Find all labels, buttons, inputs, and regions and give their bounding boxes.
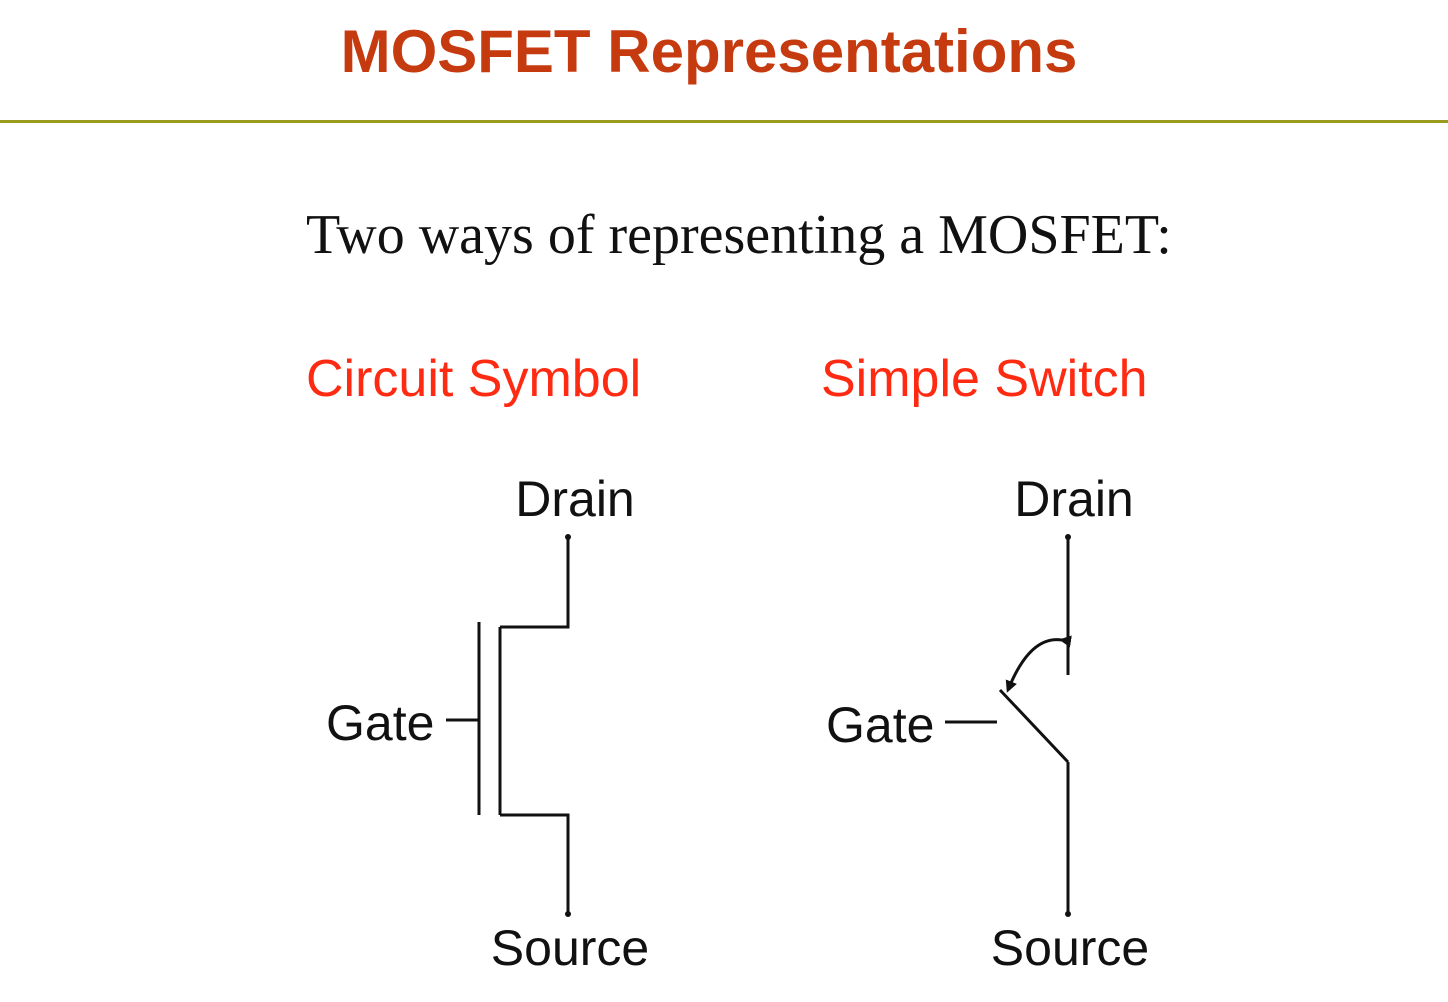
simple-switch-diagram (945, 534, 1072, 917)
circuit-source-label: Source (491, 920, 649, 976)
circuit-gate-label: Gate (326, 695, 434, 751)
source-terminal-dot (565, 911, 571, 917)
title-divider (0, 120, 1448, 123)
circuit-symbol-diagram (446, 534, 571, 917)
source-lead (500, 813, 570, 912)
circuit-drain-label: Drain (515, 471, 634, 527)
simple-switch-heading: Simple Switch (821, 350, 1148, 408)
switch-blade (998, 688, 1070, 764)
page-title: MOSFET Representations (340, 18, 1078, 85)
slide-subtitle: Two ways of representing a MOSFET: (306, 204, 1172, 266)
switch-motion-arrow (1005, 635, 1072, 693)
switch-gate-label: Gate (826, 697, 934, 753)
circuit-symbol-heading: Circuit Symbol (306, 350, 642, 408)
drain-lead (500, 537, 570, 629)
switch-source-dot (1065, 911, 1071, 917)
switch-source-label: Source (991, 920, 1149, 976)
switch-drain-label: Drain (1014, 471, 1133, 527)
